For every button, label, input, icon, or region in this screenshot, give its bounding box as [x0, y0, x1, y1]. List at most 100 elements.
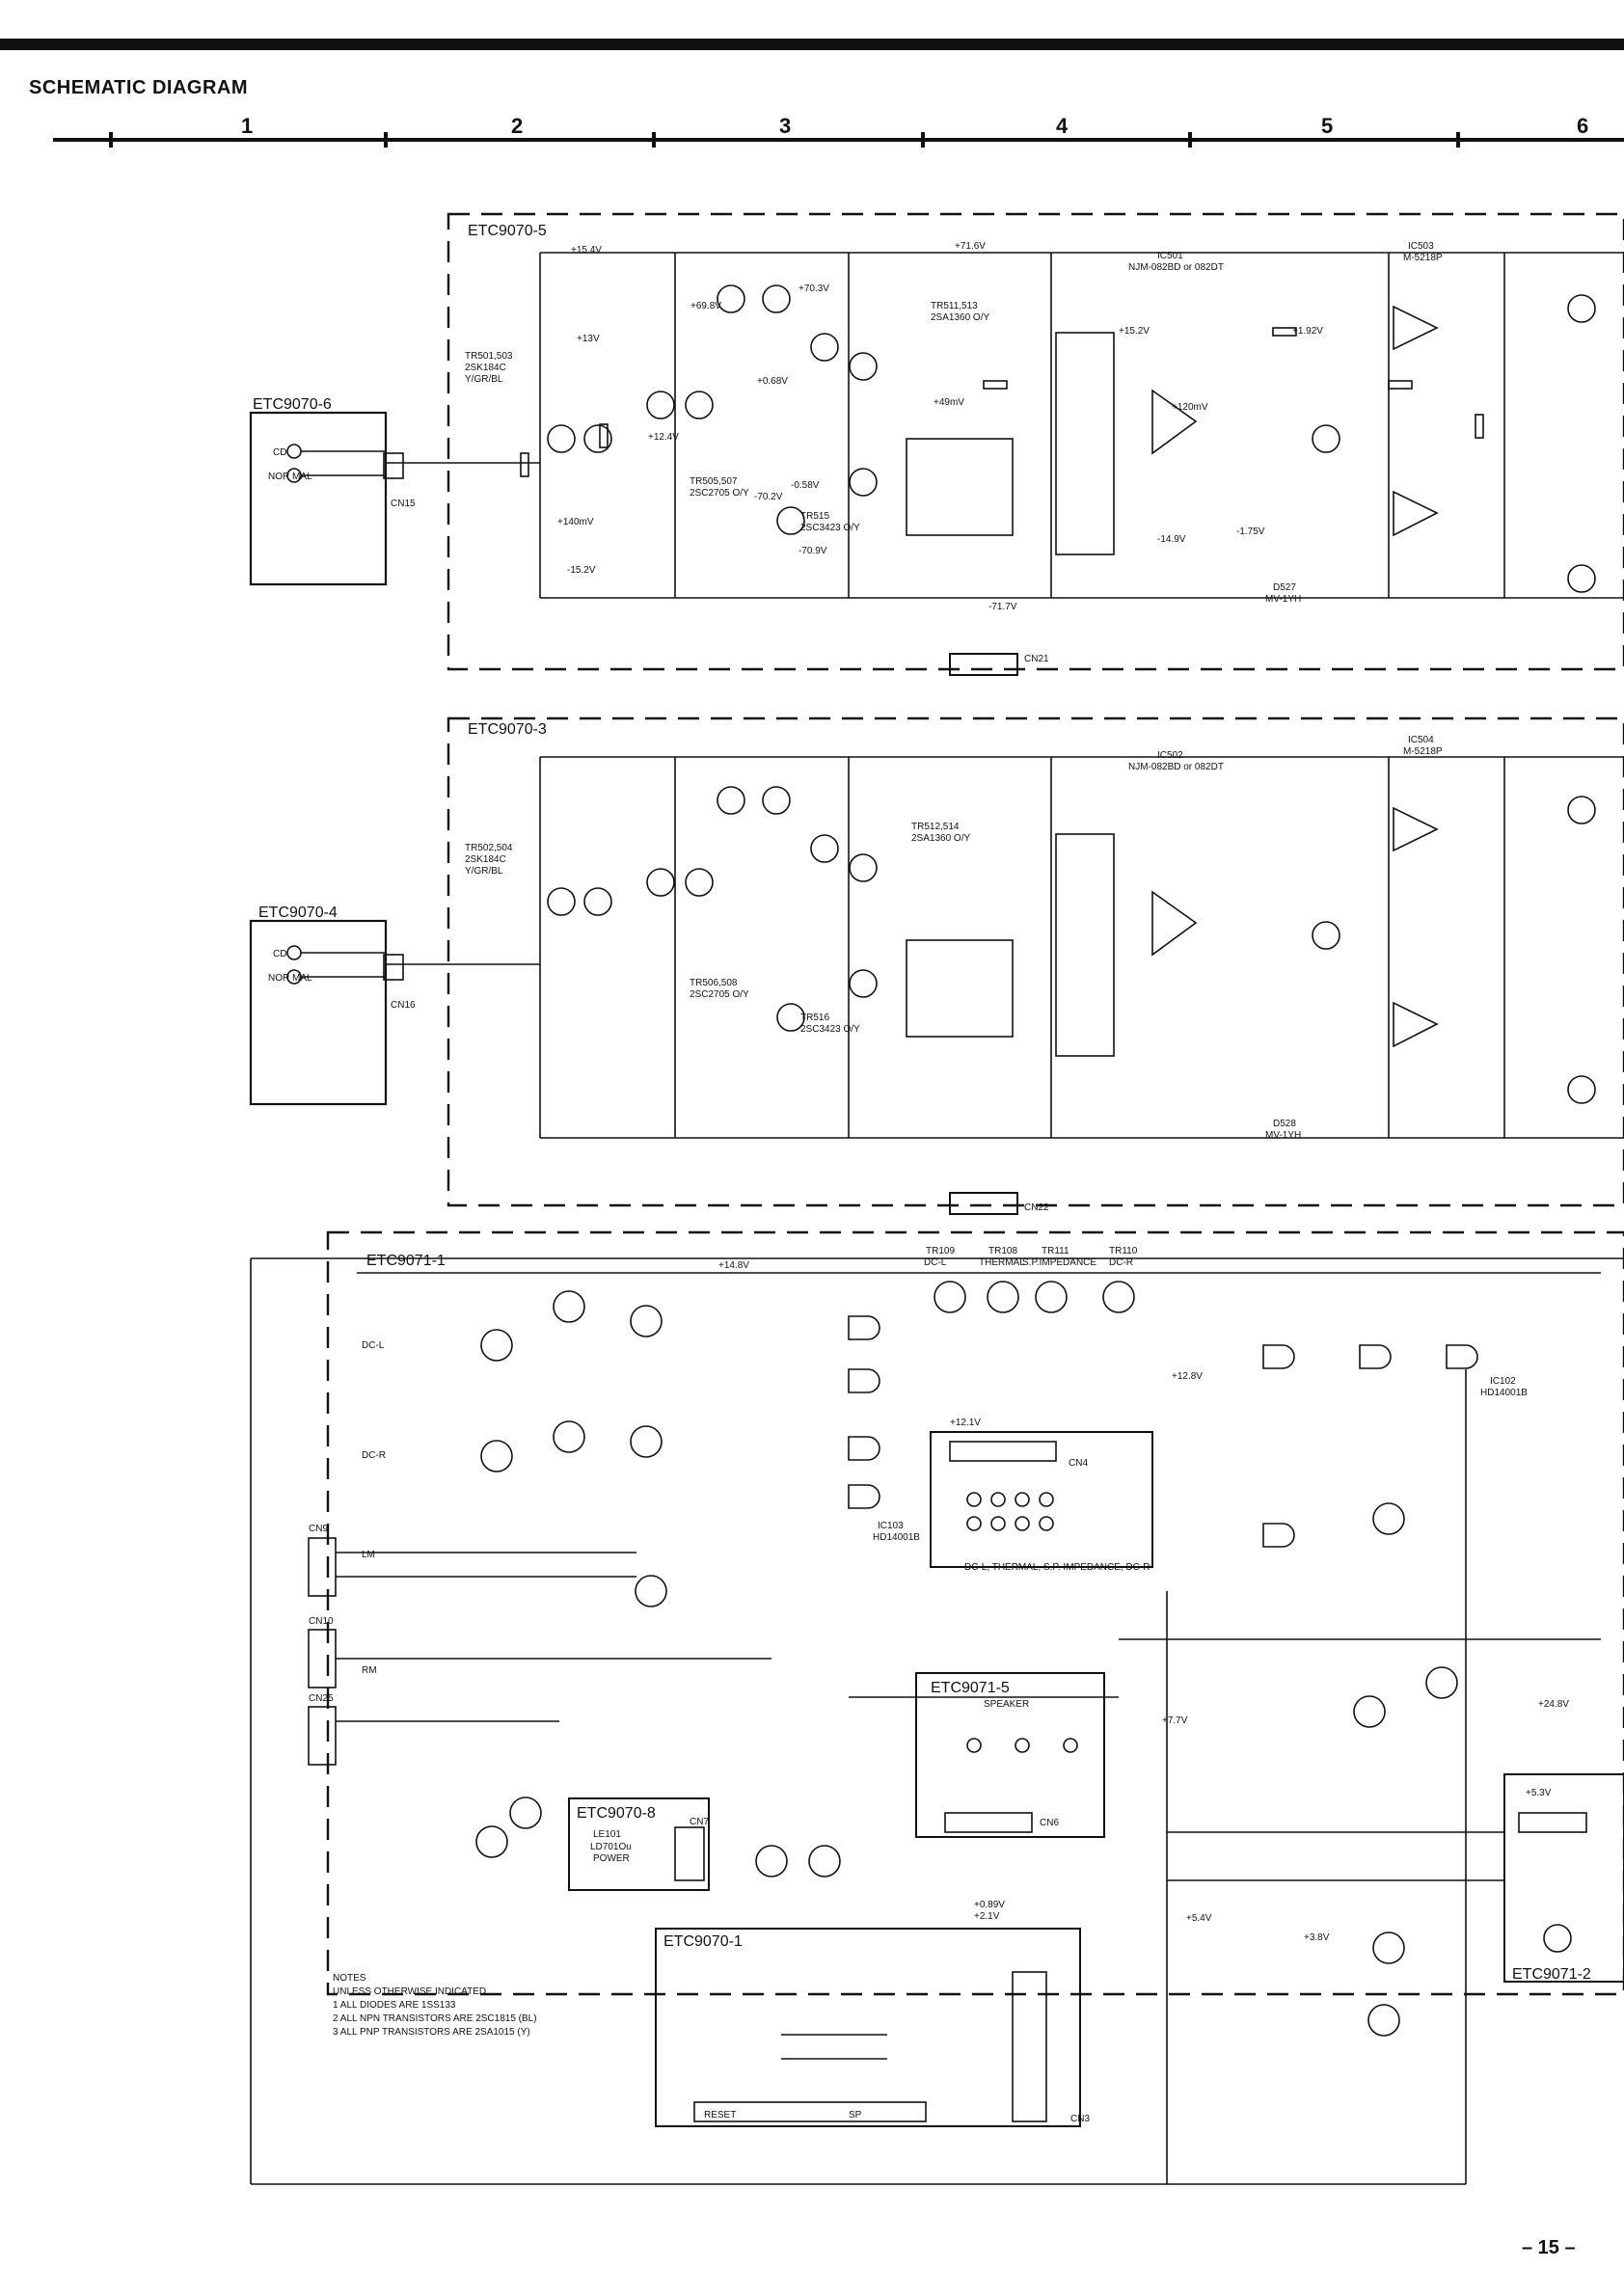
connector-cn4: CN4: [1069, 1458, 1088, 1469]
voltage-12-8: +12.8V: [1172, 1371, 1203, 1382]
module-label-power-led: ETC9070-8: [577, 1805, 656, 1822]
ic102-label: IC102: [1490, 1376, 1516, 1387]
voltage-7-7: +7.7V: [1162, 1715, 1188, 1726]
connector-cn7: CN7: [690, 1817, 709, 1827]
ic504-part: M-5218P: [1403, 746, 1443, 757]
tr511-label: TR511,513: [931, 301, 978, 311]
reset-label: RESET: [704, 2110, 736, 2120]
connector-cn15: CN15: [391, 499, 416, 509]
speaker-label: SPEAKER: [984, 1699, 1029, 1710]
le101-part: LD701Ou: [590, 1842, 632, 1852]
d528-label: D528: [1273, 1119, 1296, 1129]
ic103-part: HD14001B: [873, 1532, 920, 1543]
tr502-part: 2SK184C: [465, 854, 506, 865]
column-ruler: [53, 138, 1624, 142]
voltage-12-1: +12.1V: [950, 1418, 981, 1428]
ic503-part: M-5218P: [1403, 253, 1443, 263]
d527-label: D527: [1273, 582, 1296, 593]
voltage-0-68: +0.68V: [757, 376, 788, 387]
voltage-minus-70-9: -70.9V: [798, 546, 827, 556]
column-label-2: 2: [511, 114, 524, 138]
tr108-label: TR108: [988, 1246, 1017, 1256]
voltage-14-8: +14.8V: [718, 1260, 749, 1271]
voltage-71-6: +71.6V: [955, 241, 986, 252]
input-label-mid: ETC9070-4: [258, 905, 338, 921]
note-1: 1 ALL DIODES ARE 1SS133: [333, 2000, 456, 2011]
ic102-part: HD14001B: [1480, 1388, 1528, 1398]
module-label-protect: ETC9071-1: [366, 1253, 446, 1269]
ic503-label: IC503: [1408, 241, 1434, 252]
ruler-tick: [1456, 132, 1460, 148]
tr515-part: 2SC3423 O/Y: [800, 523, 860, 533]
tr111-function: S.P.IMPEDANCE: [1022, 1257, 1096, 1268]
column-label-6: 6: [1577, 114, 1589, 138]
module-label-mid: ETC9070-3: [468, 721, 547, 738]
voltage-0-89: +0.89V: [974, 1900, 1005, 1910]
notes-subheading: UNLESS OTHERWISE INDICATED: [333, 1986, 487, 1997]
module-border-top: [447, 212, 1624, 671]
power-label: POWER: [593, 1853, 630, 1864]
tr516-label: TR516: [800, 1013, 829, 1023]
voltage-minus-0-58: -0.58V: [791, 480, 820, 491]
voltage-69-8: +69.8V: [690, 301, 721, 311]
tr505-part: 2SC2705 O/Y: [690, 488, 749, 499]
connector-cn25: CN25: [309, 1693, 334, 1704]
voltage-5-4: +5.4V: [1186, 1913, 1212, 1924]
tr110-label: TR110: [1109, 1246, 1138, 1256]
connector-cn22: CN22: [1024, 1202, 1049, 1213]
tr501-label: TR501,503: [465, 351, 513, 362]
tr109-label: TR109: [926, 1246, 955, 1256]
top-rule: [0, 39, 1624, 50]
tr110-function: DC-R: [1109, 1257, 1133, 1268]
voltage-minus-15-2: -15.2V: [567, 565, 596, 576]
d528-part: MV-1YH: [1265, 1130, 1301, 1141]
column-label-4: 4: [1056, 114, 1069, 138]
dc-l-label: DC-L: [362, 1340, 385, 1351]
le101-label: LE101: [593, 1829, 621, 1840]
ic103-label: IC103: [878, 1521, 904, 1531]
voltage-140mv: +140mV: [557, 517, 594, 527]
voltage-minus-71-7: -71.7V: [988, 602, 1017, 612]
tr501-rank: Y/GR/BL: [465, 374, 503, 385]
connector-cn21: CN21: [1024, 654, 1049, 664]
tr506-part: 2SC2705 O/Y: [690, 989, 749, 1000]
page-number: – 15 –: [1522, 2237, 1576, 2258]
tr502-rank: Y/GR/BL: [465, 866, 503, 877]
sp-label: SP: [849, 2110, 862, 2120]
ruler-tick: [1188, 132, 1192, 148]
rm-label: RM: [362, 1665, 377, 1676]
ic504-label: IC504: [1408, 735, 1434, 745]
tr505-label: TR505,507: [690, 476, 738, 487]
input-board-mid: [249, 919, 388, 1106]
tr512-label: TR512,514: [911, 822, 960, 832]
notes-block: NOTES UNLESS OTHERWISE INDICATED 1 ALL D…: [333, 1972, 537, 2039]
voltage-5-3: +5.3V: [1526, 1788, 1552, 1798]
module-label-switch: ETC9070-1: [663, 1933, 743, 1950]
note-2: 2 ALL NPN TRANSISTORS ARE 2SC1815 (BL): [333, 2013, 537, 2024]
dc-r-label: DC-R: [362, 1450, 386, 1461]
connector-cn16: CN16: [391, 1000, 416, 1011]
note-3: 3 ALL PNP TRANSISTORS ARE 2SA1015 (Y): [333, 2027, 530, 2038]
tr511-part: 2SA1360 O/Y: [931, 312, 989, 323]
ruler-tick: [921, 132, 925, 148]
module-border-protect: [326, 1230, 1624, 1996]
module-label-indicator: ETC9071-5: [931, 1680, 1010, 1696]
normal-label-mid: NOR MAL: [268, 973, 312, 984]
ic502-part: NJM-082BD or 082DT: [1128, 762, 1224, 772]
voltage-120mv: +120mV: [1172, 402, 1208, 413]
ruler-tick: [109, 132, 113, 148]
notes-heading: NOTES: [333, 1973, 366, 1984]
ic502-label: IC502: [1157, 750, 1183, 761]
tr515-label: TR515: [800, 511, 829, 522]
cd-label-mid: CD: [273, 949, 286, 959]
column-label-5: 5: [1321, 114, 1334, 138]
voltage-24-8: +24.8V: [1538, 1699, 1569, 1710]
voltage-12-4: +12.4V: [648, 432, 679, 443]
voltage-3-8: +3.8V: [1304, 1932, 1330, 1943]
tr501-part: 2SK184C: [465, 363, 506, 373]
tr516-part: 2SC3423 O/Y: [800, 1024, 860, 1035]
tr109-function: DC-L: [924, 1257, 947, 1268]
tr512-part: 2SA1360 O/Y: [911, 833, 970, 844]
voltage-minus-1-75: -1.75V: [1236, 527, 1265, 537]
